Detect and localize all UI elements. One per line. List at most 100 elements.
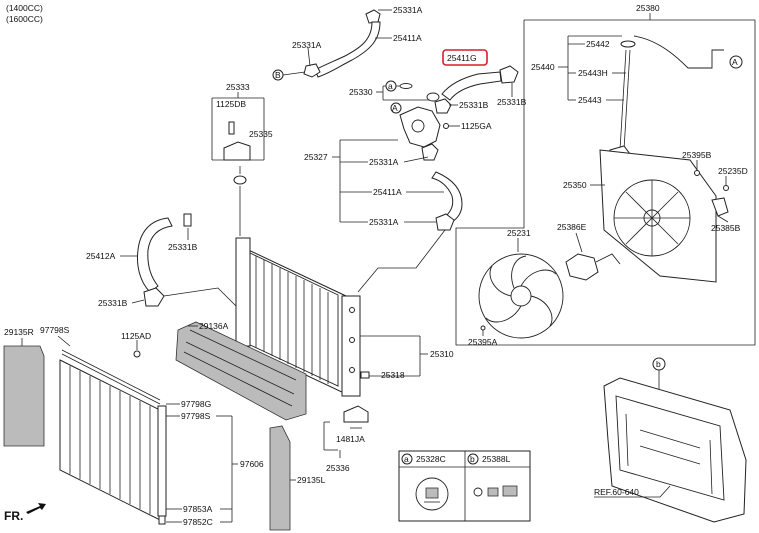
radiator-cap-25336 xyxy=(343,405,369,423)
label-1481ja: 1481JA xyxy=(336,434,365,444)
front-indicator: FR. xyxy=(4,503,46,523)
lower-hose-group: 25331B 25412A 25331B xyxy=(86,213,239,309)
thermostat-group: 25330 a A 25331B 1125GA 25327 25331A 254… xyxy=(304,80,492,293)
callout-a-thermo: a xyxy=(388,81,393,91)
upper-hose-group: B 25331A 25411A 25331A xyxy=(272,5,423,81)
fr-label: FR. xyxy=(4,509,23,523)
front-arrow-icon xyxy=(26,503,46,514)
highlight-box-25411g xyxy=(442,49,488,66)
hose-25411a-top xyxy=(314,21,381,78)
label-25385b: 25385B xyxy=(711,223,741,233)
label-25443h: 25443H xyxy=(578,68,608,78)
cap-icon xyxy=(502,485,518,497)
label-25395a: 25395A xyxy=(468,337,498,347)
callout-b-panel: b xyxy=(656,359,661,369)
callout-circle-a-thermo xyxy=(385,80,397,92)
label-25331b-left: 25331B xyxy=(168,242,198,252)
label-25335: 25335 xyxy=(249,129,273,139)
cap-97852c xyxy=(158,515,166,525)
label-25318: 25318 xyxy=(381,370,405,380)
air-guard-group: 29136A 1125AD xyxy=(121,321,307,421)
label-25331a-mid: 25331A xyxy=(369,157,399,167)
bolt-1125ad xyxy=(133,350,141,358)
label-25411a-top: 25411A xyxy=(393,33,422,43)
clamp-25331b-low xyxy=(143,287,165,307)
callout-A-thermo: A xyxy=(392,103,398,113)
label-25327: 25327 xyxy=(304,152,328,162)
clamp-thermo-mid xyxy=(434,98,452,114)
carrier-panel-group: b REF.60-640 xyxy=(594,357,747,523)
variant-1600cc: (1600CC) xyxy=(6,14,43,24)
label-sticker-a xyxy=(415,477,449,511)
label-97798s-mid: 97798S xyxy=(181,411,211,421)
label-1125db: 1125DB xyxy=(216,99,246,109)
label-25380: 25380 xyxy=(636,3,660,13)
condenser-97606: 29135R 97798S 97798G 97798S 97606 97853A… xyxy=(3,325,264,527)
hose-25412a xyxy=(137,217,173,293)
label-25350: 25350 xyxy=(563,180,587,190)
label-1125ga: 1125GA xyxy=(461,121,492,131)
hose-25411g xyxy=(441,71,502,101)
radiator-25310: 25310 25318 xyxy=(235,237,454,397)
label-25412a: 25412A xyxy=(86,251,116,261)
resistor-25385b xyxy=(711,197,729,217)
cap-group: 1481JA 25336 xyxy=(323,405,369,473)
callout-b-top: B xyxy=(275,70,281,80)
clamp-top xyxy=(365,9,381,24)
cap-25442 xyxy=(620,40,636,48)
coolant-icon xyxy=(425,487,439,499)
label-25331b-right: 25331B xyxy=(497,97,527,107)
label-25331b-low: 25331B xyxy=(98,298,128,308)
label-25411a-mid: 25411A xyxy=(373,187,402,197)
warning-icon xyxy=(473,487,483,497)
clamp-right xyxy=(499,65,519,84)
label-25336: 25336 xyxy=(326,463,350,473)
label-25395b: 25395B xyxy=(682,150,712,160)
bracket-group: 25333 1125DB 25335 xyxy=(211,82,273,236)
callout-A-box: A xyxy=(732,57,738,67)
label-25331a-top: 25331A xyxy=(393,5,423,15)
label-25333: 25333 xyxy=(226,82,250,92)
legend-b-letter: b xyxy=(470,454,475,464)
label-97606: 97606 xyxy=(240,459,264,469)
legend-a-letter: a xyxy=(404,454,409,464)
legend-box: a 25328C b 25388L xyxy=(398,450,531,522)
fan-motor-25386e xyxy=(565,253,599,281)
label-25310: 25310 xyxy=(430,349,454,359)
bolt-1125db xyxy=(228,121,235,135)
label-25411g: 25411G xyxy=(447,53,477,63)
label-25331b-mid: 25331B xyxy=(459,100,489,110)
hose-25411g-group: 25411G 25331B xyxy=(441,49,527,107)
label-25443: 25443 xyxy=(578,95,602,105)
callout-circle-A-thermo xyxy=(390,102,402,114)
label-25235d: 25235D xyxy=(718,166,748,176)
label-97798g: 97798G xyxy=(181,399,211,409)
label-1125ad: 1125AD xyxy=(121,331,151,341)
clamp-25331b-top xyxy=(183,213,192,227)
label-97853a: 97853A xyxy=(183,504,213,514)
seal-29135r xyxy=(3,345,45,447)
fan-blade-25231 xyxy=(478,253,564,339)
hand-icon xyxy=(487,487,499,497)
carrier-panel xyxy=(603,377,747,523)
label-25440: 25440 xyxy=(531,62,555,72)
label-25331a-left: 25331A xyxy=(292,40,322,50)
label-97798s-top: 97798S xyxy=(40,325,70,335)
label-29135l: 29135L xyxy=(297,475,326,485)
callout-circle-A-box xyxy=(729,55,743,69)
seal-29135l-group: 29135L xyxy=(269,425,326,531)
fan-assembly-25380: 25380 25442 25440 25443H 25443 A 25395B … xyxy=(455,3,756,347)
clamp-left-top xyxy=(303,63,321,78)
legend-a-code: 25328C xyxy=(416,454,446,464)
air-guard-29136a xyxy=(175,321,307,421)
label-25231: 25231 xyxy=(507,228,531,238)
label-25442: 25442 xyxy=(586,39,610,49)
seal-29135l xyxy=(269,425,291,531)
label-25386e: 25386E xyxy=(557,222,587,232)
thermostat-housing xyxy=(399,106,441,148)
bracket-25335 xyxy=(223,141,251,161)
insulator xyxy=(233,175,247,185)
label-97852c: 97852C xyxy=(183,517,213,527)
label-29135r: 29135R xyxy=(4,327,34,337)
